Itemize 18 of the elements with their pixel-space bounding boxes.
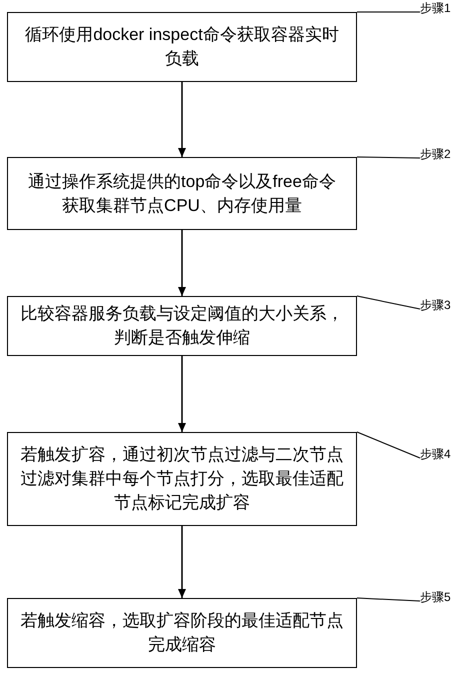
arrow <box>178 230 186 296</box>
step-label: 步骤2 <box>420 146 470 162</box>
process-box: 比较容器服务负载与设定阈值的大小关系，判断是否触发伸缩 <box>7 296 357 356</box>
step-label: 步骤3 <box>420 297 470 313</box>
process-box: 通过操作系统提供的top命令以及free命令获取集群节点CPU、内存使用量 <box>7 157 357 230</box>
leader-line <box>356 156 420 158</box>
arrow <box>178 82 186 157</box>
step-label: 步骤5 <box>420 589 470 605</box>
process-box: 若触发扩容，通过初次节点过滤与二次节点过滤对集群中每个节点打分，选取最佳适配节点标记完成扩容 <box>7 432 357 526</box>
leader-line <box>356 432 420 458</box>
arrow <box>178 356 186 432</box>
step-label: 步骤1 <box>420 0 470 16</box>
leader-line <box>356 598 420 602</box>
step-label: 步骤4 <box>420 446 470 462</box>
leader-line <box>356 296 420 310</box>
arrow <box>178 526 186 598</box>
process-box: 循环使用docker inspect命令获取容器实时负载 <box>7 12 357 82</box>
process-box: 若触发缩容，选取扩容阶段的最佳适配节点完成缩容 <box>7 598 357 668</box>
